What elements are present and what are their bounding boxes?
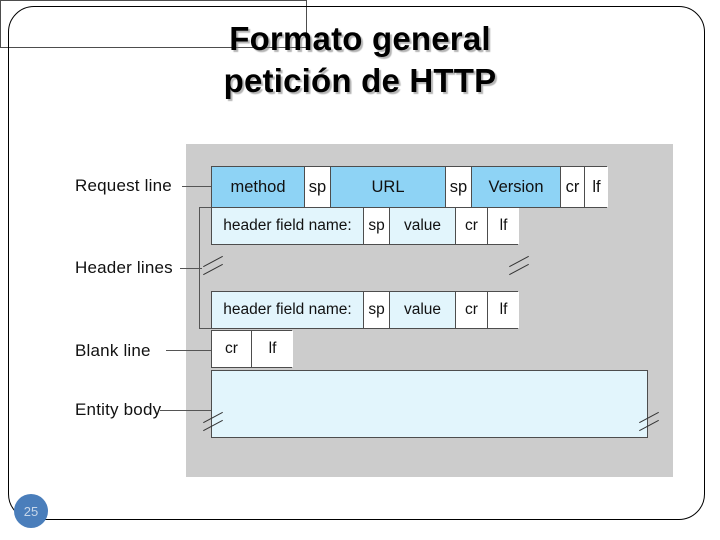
header-lines-continuation-gap [0, 0, 307, 48]
leader-line-blank [166, 350, 212, 351]
cell-cr: cr [456, 208, 488, 244]
header-lines-bracket [199, 207, 212, 329]
leader-line-entity [160, 410, 212, 411]
cell-lf: lf [252, 331, 293, 367]
cell-cr: cr [456, 292, 488, 328]
cell-lf: lf [488, 208, 519, 244]
cell-version: Version [472, 167, 561, 207]
slide-border-frame [8, 6, 705, 520]
cell-lf: lf [488, 292, 519, 328]
leader-line-request [182, 186, 212, 187]
cell-cr: cr [212, 331, 252, 367]
cell-method: method [212, 167, 305, 207]
cell-header-field-name: header field name: [212, 208, 364, 244]
cell-sp: sp [364, 292, 390, 328]
cell-sp: sp [446, 167, 472, 207]
label-header-lines: Header lines [75, 258, 173, 277]
page-title: Formato general petición de HTTP [0, 18, 720, 102]
leader-line-header [180, 268, 202, 269]
cell-value: value [390, 292, 456, 328]
label-blank-line: Blank line [75, 341, 151, 360]
cell-header-field-name: header field name: [212, 292, 364, 328]
cell-sp: sp [364, 208, 390, 244]
label-entity-body: Entity body [75, 400, 162, 419]
cell-value: value [390, 208, 456, 244]
page-number-badge: 25 [14, 494, 48, 528]
cell-url: URL [331, 167, 446, 207]
cell-sp: sp [305, 167, 331, 207]
cell-cr: cr [561, 167, 585, 207]
entity-body-box [211, 370, 648, 438]
label-request-line: Request line [75, 176, 172, 195]
cell-lf: lf [585, 167, 608, 207]
page-title-line-1: Formato general [229, 20, 491, 57]
page-title-line-2: petición de HTTP [223, 62, 497, 99]
